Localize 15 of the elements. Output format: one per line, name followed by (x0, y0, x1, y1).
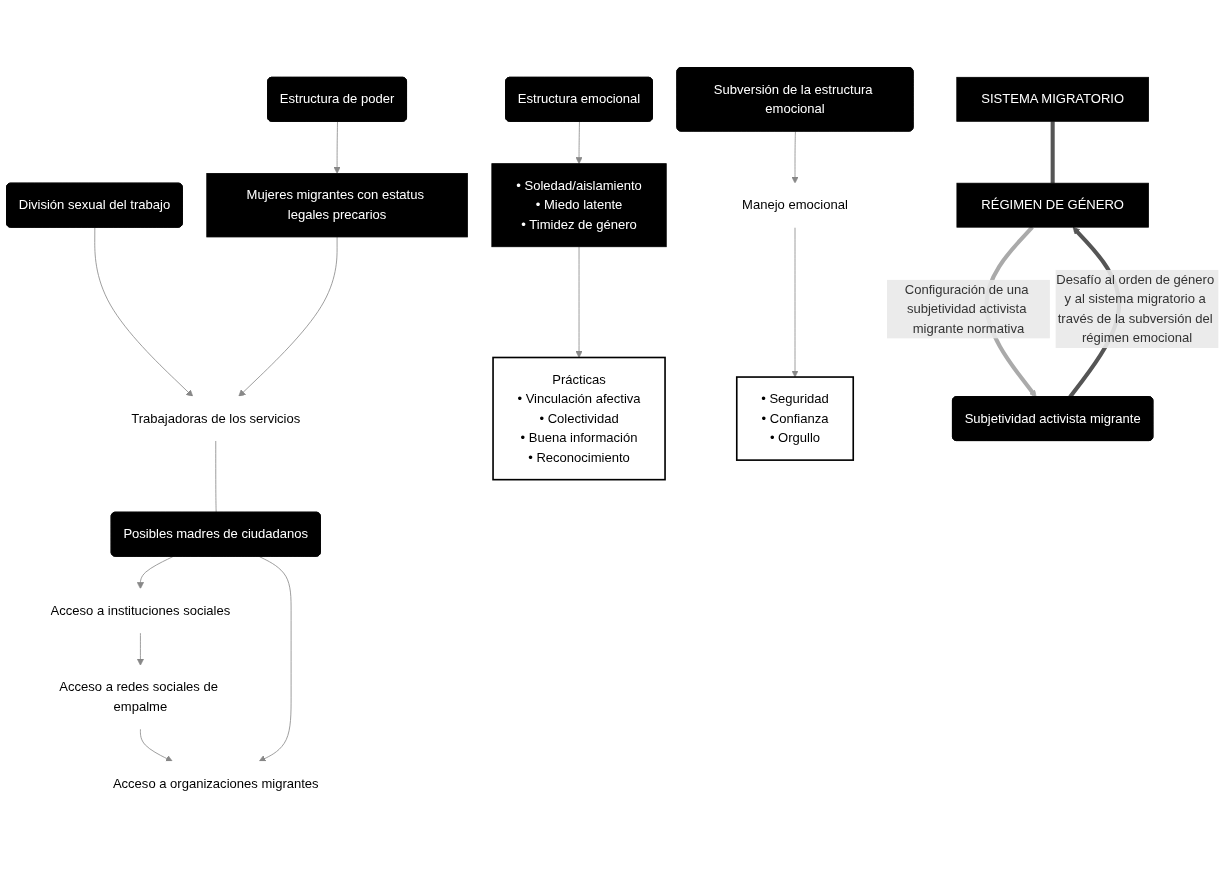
node-text: Acceso a redes sociales de empalme (59, 680, 218, 714)
edge-label: Configuración de una subjetividad activista migrante normativa (904, 282, 1029, 336)
node-box: • Seguridad • Confianza • Orgullo (735, 376, 855, 461)
node-text: Manejo emocional (742, 197, 848, 212)
node-text: Acceso a instituciones sociales (50, 603, 231, 618)
node-text: Acceso a organizaciones migrantes (112, 776, 319, 790)
connector (215, 440, 217, 514)
node-text: Trabajadoras de los servicios (131, 411, 301, 426)
connector (1050, 121, 1055, 184)
node-box: RÉGIMEN DE GÉNERO (956, 182, 1149, 228)
edge-label: Desafío al orden de género y al sistema migratorio a través de la subversión del régimen emocional (1056, 272, 1215, 345)
node-box: Prácticas • Vinculación afectiva • Colectividad • Buena información • Reconocimiento (492, 356, 666, 481)
node-box: Mujeres migrantes con estatus legales precarios (206, 173, 468, 238)
node-box: SISTEMA MIGRATORIO (956, 76, 1149, 122)
node-box: • Soledad/aislamiento • Miedo latente • Timidez de género (491, 163, 667, 248)
